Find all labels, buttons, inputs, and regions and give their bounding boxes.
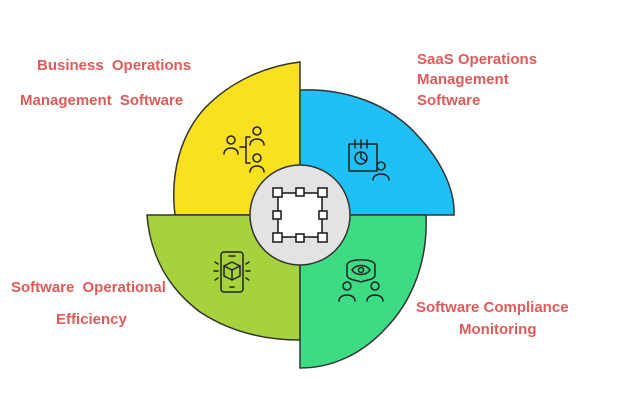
label-saas-operations-line-1: SaaS Operations <box>417 51 538 68</box>
org-chart-icon <box>223 126 265 173</box>
label-business-operations-line-1: Business Operations <box>37 57 192 74</box>
mobile-box-icon <box>213 251 251 293</box>
frame-icon <box>272 187 328 243</box>
label-software-operational-efficiency-line-1: Software Operational <box>11 279 166 296</box>
label-saas-operations-line-3: Software <box>417 92 481 109</box>
monitoring-eye-icon <box>338 259 384 302</box>
label-software-operational-efficiency-line-2: Efficiency <box>56 311 127 328</box>
label-saas-operations-line-2: Management <box>417 71 509 88</box>
analytics-user-icon <box>348 139 390 181</box>
label-software-compliance-line-1: Software Compliance <box>416 299 569 316</box>
label-business-operations-line-2: Management Software <box>20 92 184 109</box>
label-software-compliance-line-2: Monitoring <box>459 321 537 338</box>
